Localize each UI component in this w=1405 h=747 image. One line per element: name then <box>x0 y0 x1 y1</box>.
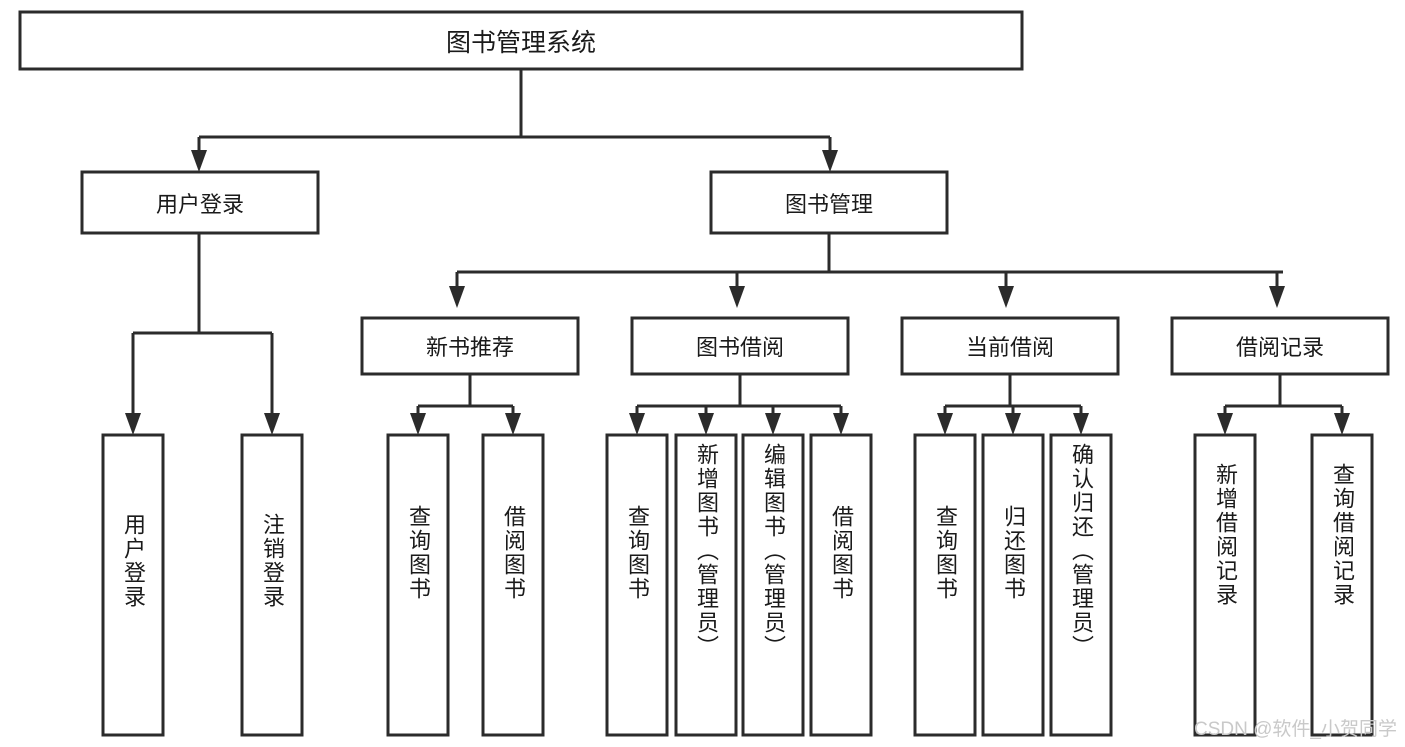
node-leaf-return-book-box[interactable] <box>981 433 1045 737</box>
arrowhead-leaf-user-logout <box>264 413 280 435</box>
node-leaf-confirm-return-box[interactable] <box>1049 433 1113 737</box>
node-leaf-user-login-box[interactable] <box>101 433 165 737</box>
node-leaf-query-book-2-box[interactable] <box>605 433 669 737</box>
connector-book-management-to-level2 <box>455 233 1283 293</box>
arrowhead-leaf-return-book <box>1005 413 1021 435</box>
node-new-book-recommend-box[interactable] <box>360 316 580 376</box>
arrowhead-leaf-edit-book <box>765 413 781 435</box>
connector-root-to-level1 <box>197 69 832 158</box>
arrowhead-leaf-confirm-return <box>1073 413 1089 435</box>
arrowhead-leaf-query-book-2 <box>629 413 645 435</box>
node-user-login-box[interactable] <box>80 170 320 235</box>
arrowhead-leaf-borrow-book-2 <box>833 413 849 435</box>
arrowhead-leaf-borrow-book-1 <box>505 413 521 435</box>
arrowhead-to-new-book-recommend <box>449 286 465 308</box>
arrowhead-leaf-user-login <box>125 413 141 435</box>
node-leaf-add-book-box[interactable] <box>674 433 738 737</box>
node-book-management-box[interactable] <box>709 170 949 235</box>
arrowhead-leaf-add-book <box>698 413 714 435</box>
node-leaf-query-record-box[interactable] <box>1310 433 1374 737</box>
connector-user-login-to-leaves <box>131 233 274 421</box>
arrowhead-to-user-login <box>191 150 207 172</box>
node-root-box[interactable] <box>18 10 1024 71</box>
node-leaf-add-record-box[interactable] <box>1193 433 1257 737</box>
node-leaf-query-book-1-box[interactable] <box>386 433 450 737</box>
arrowhead-leaf-query-book-3 <box>937 413 953 435</box>
arrowhead-to-current-borrow <box>998 286 1014 308</box>
node-book-borrow-box[interactable] <box>630 316 850 376</box>
node-leaf-user-logout-box[interactable] <box>240 433 304 737</box>
connector-book-borrow-to-leaves <box>635 374 843 421</box>
arrowhead-leaf-add-record <box>1217 413 1233 435</box>
node-leaf-borrow-book-1-box[interactable] <box>481 433 545 737</box>
arrowhead-to-borrow-record <box>1269 286 1285 308</box>
arrowhead-leaf-query-record <box>1334 413 1350 435</box>
connector-borrow-record-to-leaves <box>1223 374 1344 421</box>
arrowhead-to-book-management <box>822 150 838 172</box>
node-leaf-edit-book-box[interactable] <box>741 433 805 737</box>
arrowhead-to-book-borrow <box>729 286 745 308</box>
node-borrow-record-box[interactable] <box>1170 316 1390 376</box>
node-leaf-query-book-3-box[interactable] <box>913 433 977 737</box>
node-leaf-borrow-book-2-box[interactable] <box>809 433 873 737</box>
node-current-borrow-box[interactable] <box>900 316 1120 376</box>
connector-new-book-recommend-to-leaves <box>416 374 515 421</box>
arrowhead-leaf-query-book-1 <box>410 413 426 435</box>
